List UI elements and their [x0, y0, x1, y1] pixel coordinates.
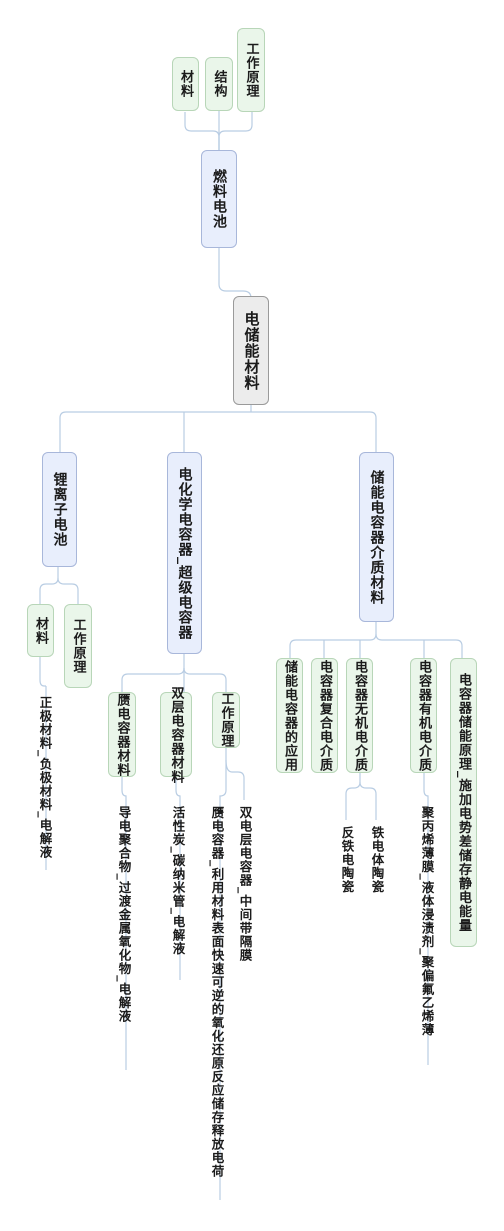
capacitor-application-node[interactable]: 储能电容器的应用: [276, 658, 303, 773]
inorganic-dielectric-label: 电容器无机电介质: [352, 659, 367, 772]
double-layer-material-leaf: 活性炭_碳纳米管_电解液: [170, 806, 186, 956]
dielectric-label: 储能电容器介质材料: [368, 469, 385, 605]
fuel-cell-structure-node[interactable]: 结构: [205, 57, 233, 111]
pseudo-principle-leaf: 赝电容器_利用材料表面快速可逆的氧化还原反应储存释放电荷: [209, 806, 225, 1178]
organic-dielectric-leaf: 聚丙烯薄膜_液体浸渍剂_聚偏氟乙烯薄: [419, 806, 435, 1037]
lithium-material-label: 材料: [33, 616, 48, 645]
supercap-principle-label: 工作原理: [218, 692, 234, 748]
capacitor-principle-label: 电容器储能原理_施加电势差储存静电能量: [456, 672, 471, 933]
double-layer-material-node[interactable]: 双层电容器材料: [160, 686, 192, 784]
supercapacitor-node[interactable]: 电化学电容器_超级电容器: [167, 452, 202, 654]
antiferroelectric-ceramic-leaf: 反铁电陶瓷: [339, 826, 355, 894]
pseudo-material-leaf: 导电聚合物_过渡金属氧化物_电解液: [116, 806, 132, 1023]
lithium-material-leaf: 正极材料_负极材料_电解液: [37, 696, 53, 859]
composite-dielectric-label: 电容器复合电介质: [317, 659, 332, 772]
ferroelectric-ceramic-leaf: 铁电体陶瓷: [369, 826, 385, 894]
capacitor-application-label: 储能电容器的应用: [282, 659, 297, 772]
inorganic-dielectric-node[interactable]: 电容器无机电介质: [346, 658, 373, 773]
composite-dielectric-node[interactable]: 电容器复合电介质: [311, 658, 338, 773]
capacitor-principle-node[interactable]: 电容器储能原理_施加电势差储存静电能量: [450, 658, 477, 947]
fuel-cell-principle-label: 工作原理: [243, 42, 259, 98]
lithium-material-node[interactable]: 材料: [27, 604, 54, 657]
supercap-principle-node[interactable]: 工作原理: [212, 692, 240, 748]
dielectric-node[interactable]: 储能电容器介质材料: [359, 452, 394, 622]
fuel-cell-principle-node[interactable]: 工作原理: [237, 28, 265, 112]
organic-dielectric-label: 电容器有机电介质: [416, 659, 431, 772]
fuel-cell-node[interactable]: 燃料电池: [201, 150, 237, 248]
lithium-battery-label: 锂离子电池: [51, 472, 68, 547]
supercapacitor-label: 电化学电容器_超级电容器: [176, 466, 193, 640]
double-layer-material-label: 双层电容器材料: [168, 685, 184, 784]
fuel-cell-structure-label: 结构: [211, 70, 227, 98]
lithium-principle-node[interactable]: 工作原理: [64, 604, 92, 688]
root-node[interactable]: 电储能材料: [233, 296, 269, 405]
fuel-cell-material-label: 材料: [178, 70, 193, 98]
fuel-cell-material-node[interactable]: 材料: [172, 57, 199, 111]
root-label: 电储能材料: [242, 310, 261, 391]
organic-dielectric-node[interactable]: 电容器有机电介质: [410, 658, 437, 773]
pseudo-material-label: 赝电容器材料: [114, 692, 130, 777]
double-layer-principle-leaf: 双电层电容器_中间带隔膜: [237, 806, 253, 962]
pseudo-material-node[interactable]: 赝电容器材料: [108, 692, 136, 777]
lithium-principle-label: 工作原理: [70, 618, 86, 674]
lithium-battery-node[interactable]: 锂离子电池: [42, 452, 77, 567]
fuel-cell-label: 燃料电池: [211, 169, 227, 229]
